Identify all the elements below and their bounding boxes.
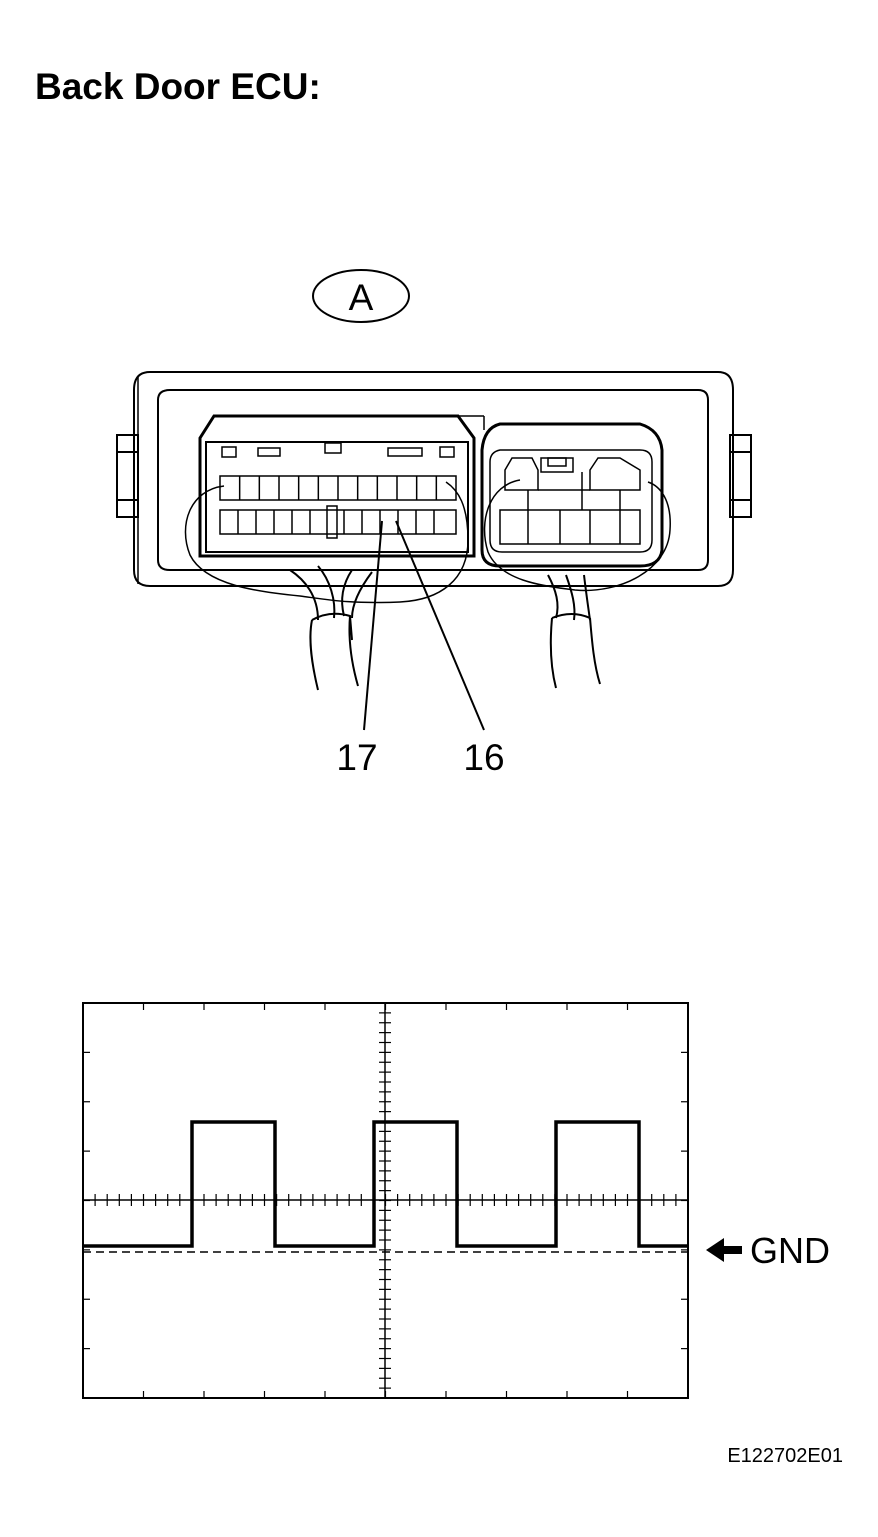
pin-17-leader [363, 520, 383, 731]
connector-label: A [312, 269, 410, 323]
left-arrow-icon [706, 1238, 742, 1262]
scope-ticks [83, 1003, 688, 1398]
pin-16-label: 16 [463, 737, 504, 778]
ecu-housing [116, 371, 752, 587]
oscilloscope-screen [82, 1002, 689, 1399]
gnd-label: GND [750, 1230, 830, 1271]
connector-b [480, 422, 671, 592]
pin-17-label: 17 [336, 737, 377, 778]
connector-a [184, 414, 485, 604]
pin-callouts: 17 16 [336, 520, 505, 778]
figure-id: E122702E01 [727, 1445, 843, 1467]
page-title: Back Door ECU: [35, 66, 321, 107]
wire-harness [289, 565, 601, 691]
square-waveform [83, 1120, 688, 1248]
gnd-marker: GND [706, 1230, 830, 1271]
connector-letter: A [349, 277, 374, 318]
pin-16-leader [395, 520, 485, 731]
